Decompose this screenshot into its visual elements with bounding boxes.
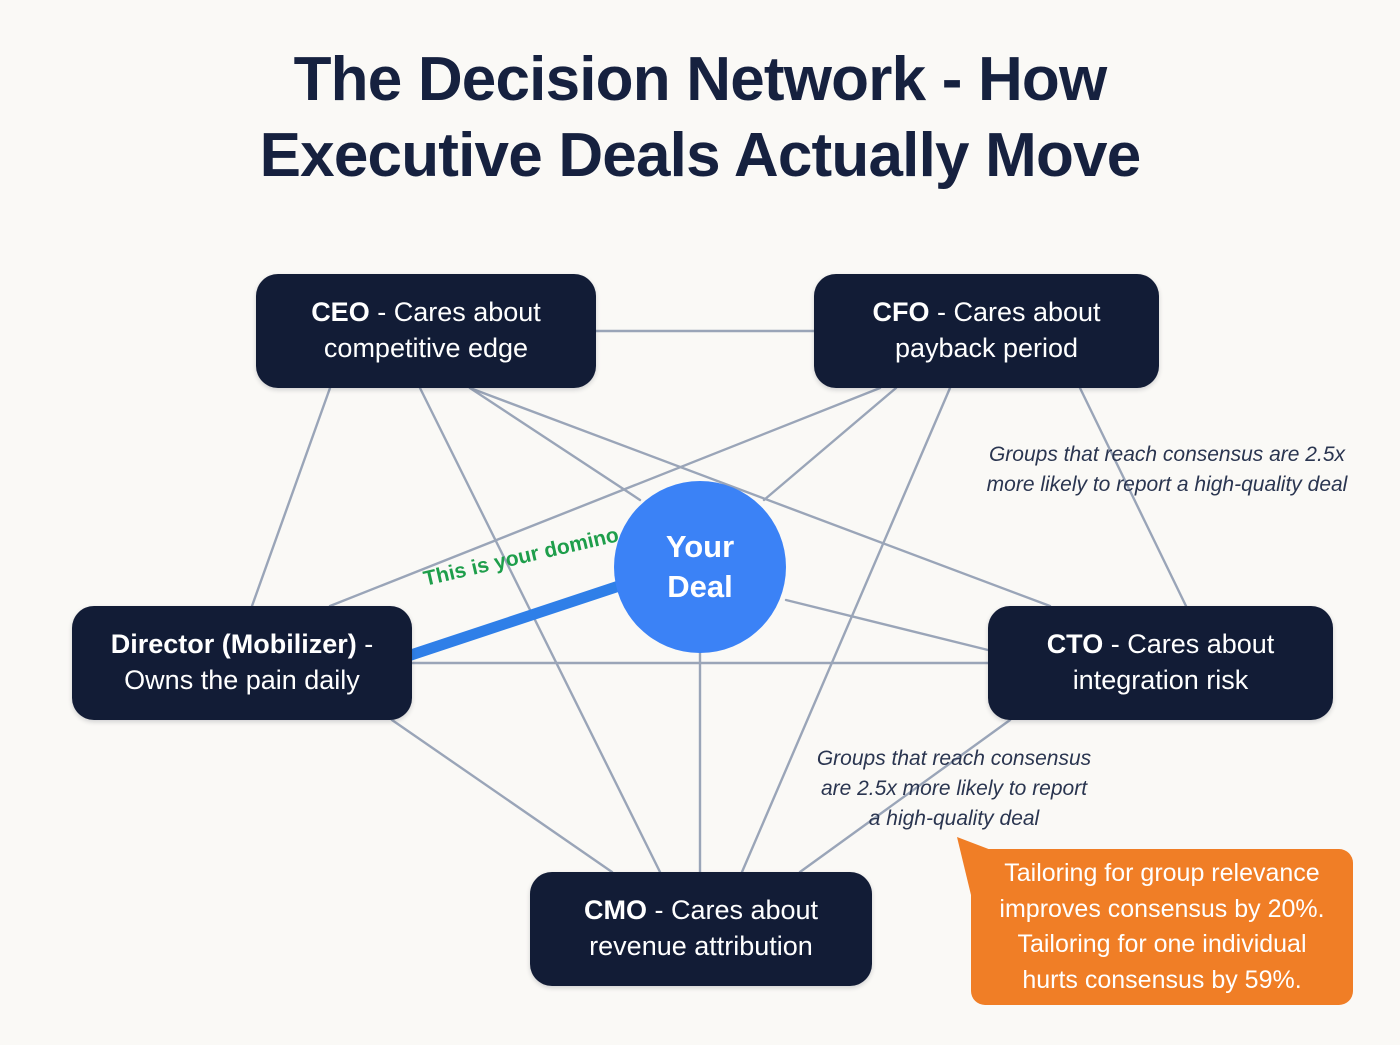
callout-line-4: hurts consensus by 59%. — [1022, 965, 1302, 994]
annotation-mid-line-3: a high-quality deal — [868, 806, 1040, 830]
annotation-top-line-1: Groups that reach consensus are 2.5x — [988, 443, 1346, 466]
page-title: The Decision Network - How Executive Dea… — [0, 42, 1400, 193]
callout-tailoring: Tailoring for group relevance improves c… — [971, 849, 1353, 1005]
callout-line-1: Tailoring for group relevance — [1004, 859, 1320, 887]
node-director-detail: Owns the pain daily — [124, 665, 360, 695]
node-ceo-role: CEO — [311, 297, 370, 328]
node-director-role: Director (Mobilizer) — [110, 629, 357, 660]
node-director[interactable]: Director (Mobilizer) - Owns the pain dai… — [72, 606, 412, 720]
node-cto-role: CTO — [1046, 629, 1104, 660]
node-cfo[interactable]: CFO - Cares about payback period — [814, 274, 1159, 388]
callout-line-2: improves consensus by 20%. — [999, 894, 1325, 923]
node-cto[interactable]: CTO - Cares about integration risk — [988, 606, 1333, 720]
node-cfo-role: CFO — [872, 297, 930, 328]
callout-line-3: Tailoring for one individual — [1017, 930, 1307, 958]
center-line-1: Your — [665, 529, 735, 565]
node-ceo-detail: competitive edge — [323, 333, 529, 363]
node-director-desc: - — [356, 629, 374, 660]
node-cfo-detail: payback period — [894, 333, 1079, 363]
node-your-deal[interactable]: Your Deal — [614, 481, 786, 653]
node-cfo-desc: - Cares about — [929, 297, 1101, 328]
annotation-top-line-2: more likely to report a high-quality dea… — [986, 472, 1348, 496]
center-line-2: Deal — [667, 569, 733, 604]
title-line-1: The Decision Network - How — [293, 45, 1108, 114]
highlight-edge — [402, 579, 628, 662]
annotation-consensus-top: Groups that reach consensus are 2.5x mor… — [972, 440, 1362, 500]
node-cmo[interactable]: CMO - Cares about revenue attribution — [530, 872, 872, 986]
node-cto-desc: - Cares about — [1103, 629, 1275, 660]
node-cmo-detail: revenue attribution — [589, 931, 813, 961]
annotation-mid-line-2: are 2.5x more likely to report — [820, 776, 1088, 800]
title-line-2: Executive Deals Actually Move — [259, 120, 1142, 190]
annotation-mid-line-1: Groups that reach consensus — [816, 747, 1092, 770]
node-cmo-desc: - Cares about — [646, 895, 819, 926]
node-cmo-role: CMO — [583, 895, 647, 926]
annotation-consensus-mid: Groups that reach consensus are 2.5x mor… — [808, 744, 1100, 833]
node-ceo[interactable]: CEO - Cares about competitive edge — [256, 274, 596, 388]
node-cto-detail: integration risk — [1072, 665, 1249, 695]
node-ceo-desc: - Cares about — [369, 297, 541, 328]
